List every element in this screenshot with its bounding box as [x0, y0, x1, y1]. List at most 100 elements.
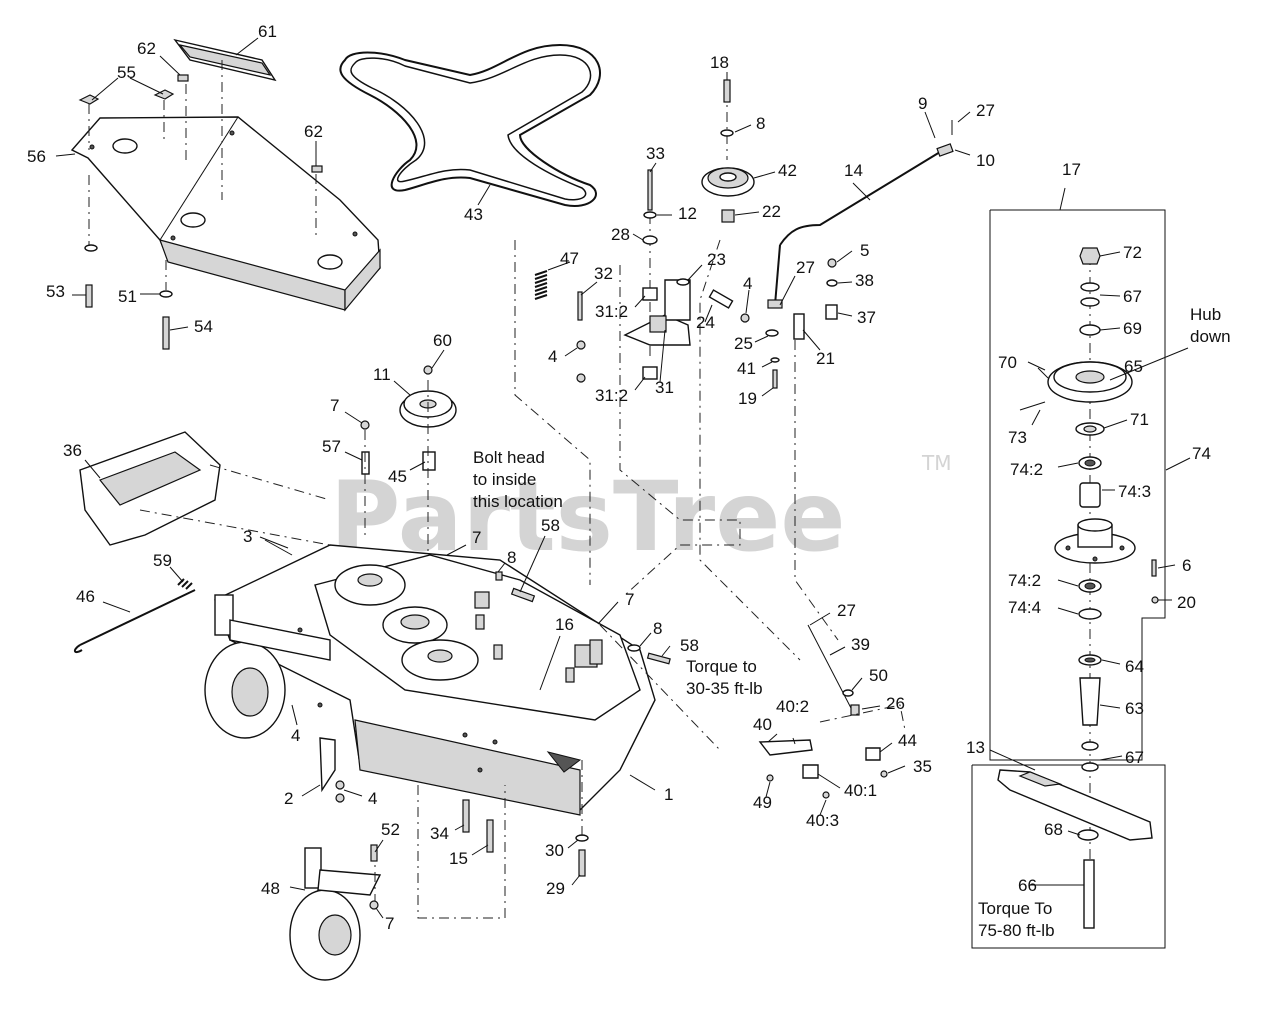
part-label-58: 58 [680, 636, 699, 655]
part-label-50: 50 [869, 666, 888, 685]
part-label-74-4: 74:4 [1008, 598, 1041, 617]
part-label-70: 70 [998, 353, 1017, 372]
spacer-45 [422, 451, 436, 471]
seal-71 [1075, 422, 1105, 436]
spacer-37 [825, 304, 838, 320]
part-label-67: 67 [1125, 748, 1144, 767]
part-label-4: 4 [548, 347, 557, 366]
nut-4d-b [335, 793, 345, 803]
nut-4a [576, 340, 586, 350]
bolt-19 [772, 369, 778, 389]
part-label-48: 48 [261, 879, 280, 898]
part-label-44: 44 [898, 731, 917, 750]
washer-67c [1081, 741, 1099, 751]
part-label-24: 24 [696, 313, 715, 332]
part-label-31: 31 [655, 378, 674, 397]
bracket-21 [793, 313, 805, 340]
plate-40-1 [802, 764, 819, 779]
bearing-74-2b [1078, 579, 1102, 593]
part-label-8: 8 [653, 619, 662, 638]
rod-39 [807, 624, 853, 711]
part-label-41: 41 [737, 359, 756, 378]
washer-28 [642, 235, 658, 245]
nut-40-3 [822, 791, 830, 799]
part-label-31-2: 31:2 [595, 302, 628, 321]
part-label-59: 59 [153, 551, 172, 570]
part-label-25: 25 [734, 334, 753, 353]
bracket-2 [319, 737, 336, 793]
clip-27b [767, 299, 783, 309]
bolt-29 [578, 849, 586, 877]
washer-51b [159, 290, 173, 298]
part-label-40-3: 40:3 [806, 811, 839, 830]
part-label-27: 27 [837, 601, 856, 620]
part-label-71: 71 [1130, 410, 1149, 429]
part-label-54: 54 [194, 317, 213, 336]
part-label-34: 34 [430, 824, 449, 843]
belt-cover [70, 116, 381, 312]
note-bolt-head-line3: this location [473, 492, 563, 511]
washer-25 [765, 329, 779, 337]
part-label-74-2: 74:2 [1010, 460, 1043, 479]
note-bolt-head-line2: to inside [473, 470, 536, 489]
seal-64 [1078, 654, 1102, 666]
nut-35 [880, 770, 888, 778]
part-label-65: 65 [1124, 357, 1143, 376]
part-label-10: 10 [976, 151, 995, 170]
part-label-53: 53 [46, 282, 65, 301]
notes: Bolt head to inside this location Torque… [473, 305, 1231, 940]
part-label-20: 20 [1177, 593, 1196, 612]
part-label-62: 62 [137, 39, 156, 58]
spindle-group-box [989, 209, 1166, 761]
spring-59 [177, 578, 193, 590]
part-label-58: 58 [541, 516, 560, 535]
blade-13 [997, 769, 1153, 841]
note-bolt-head-line1: Bolt head [473, 448, 545, 467]
mower-deck [214, 544, 656, 816]
part-label-63: 63 [1125, 699, 1144, 718]
bolt-32 [577, 291, 583, 321]
part-label-74: 74 [1192, 444, 1211, 463]
spacer-24 [708, 289, 734, 309]
part-label-13: 13 [966, 738, 985, 757]
washer-68 [1077, 829, 1099, 841]
washer-51a [84, 244, 98, 252]
washer-69 [1079, 324, 1101, 336]
part-label-28: 28 [611, 225, 630, 244]
part-label-73: 73 [1008, 428, 1027, 447]
part-label-40-1: 40:1 [844, 781, 877, 800]
nut-8b [495, 571, 503, 581]
part-label-30: 30 [545, 841, 564, 860]
part-label-21: 21 [816, 349, 835, 368]
washer-67a [1080, 282, 1100, 292]
nut-4d-a [335, 780, 345, 790]
note-hub-line1: Hub [1190, 305, 1221, 324]
note-torque-b-line2: 75-80 ft-lb [978, 921, 1055, 940]
part-label-12: 12 [678, 204, 697, 223]
washer-67b [1080, 297, 1100, 307]
part-label-18: 18 [710, 53, 729, 72]
note-hub-line2: down [1190, 327, 1231, 346]
shaft-63 [1079, 677, 1101, 726]
note-torque-a-line1: Torque to [686, 657, 757, 676]
part-label-29: 29 [546, 879, 565, 898]
part-label-26: 26 [886, 694, 905, 713]
spring-26 [850, 704, 860, 716]
drive-belt [339, 43, 601, 207]
washer-38 [826, 279, 838, 287]
part-label-35: 35 [913, 757, 932, 776]
part-label-40: 40 [753, 715, 772, 734]
nut-4c [740, 313, 750, 323]
part-label-19: 19 [738, 389, 757, 408]
part-label-15: 15 [449, 849, 468, 868]
bolt-58a [510, 587, 536, 603]
bolt-18 [723, 79, 731, 103]
part-label-55: 55 [117, 63, 136, 82]
nut-20 [1151, 596, 1159, 604]
part-label-9: 9 [918, 94, 927, 113]
part-label-6: 6 [1182, 556, 1191, 575]
part-label-2: 2 [284, 789, 293, 808]
part-label-27: 27 [796, 258, 815, 277]
part-label-49: 49 [753, 793, 772, 812]
blade-group-box [971, 764, 1166, 949]
